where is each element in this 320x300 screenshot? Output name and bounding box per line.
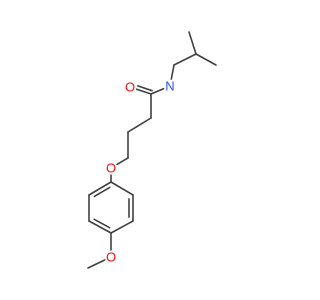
atom-label-o_carbonyl: O (125, 80, 135, 95)
bond-ar6-ar1 (110, 220, 134, 234)
bond-ar3-ar4 (88, 181, 112, 196)
bond-ar3-ar4-inner (93, 186, 111, 198)
bond-c_carbonyl-o_carbonyl (135, 88, 152, 95)
atom-label-n_amide: N (165, 79, 174, 94)
bond-ar1-ar2 (88, 220, 112, 234)
bond-c_ch2-c_ch (173, 53, 197, 66)
bond-c_ch-c_me2 (195, 53, 217, 66)
bond-n_amide-c_ch2 (170, 64, 175, 80)
atom-labels-layer: O O O N (106, 79, 175, 265)
bond-o_ether-c_a (116, 157, 129, 166)
bond-c_carbonyl-n_amide (150, 87, 165, 95)
bond-c_carbonyl-o_carbonyl-second (136, 85, 153, 92)
molecule-structure-diagram: O O O N (87, 31, 217, 269)
bond-c_ch-c_me1 (188, 31, 197, 55)
atom-label-o_ome: O (106, 250, 116, 265)
atom-label-o_ether: O (106, 161, 116, 176)
bond-c_b-c_c (127, 117, 152, 133)
bond-ar1-ar2-inner (93, 218, 111, 229)
bonds-layer (87, 31, 217, 269)
bond-c_ome-o_ome (87, 259, 106, 269)
bond-ar4-ar5 (110, 181, 134, 196)
